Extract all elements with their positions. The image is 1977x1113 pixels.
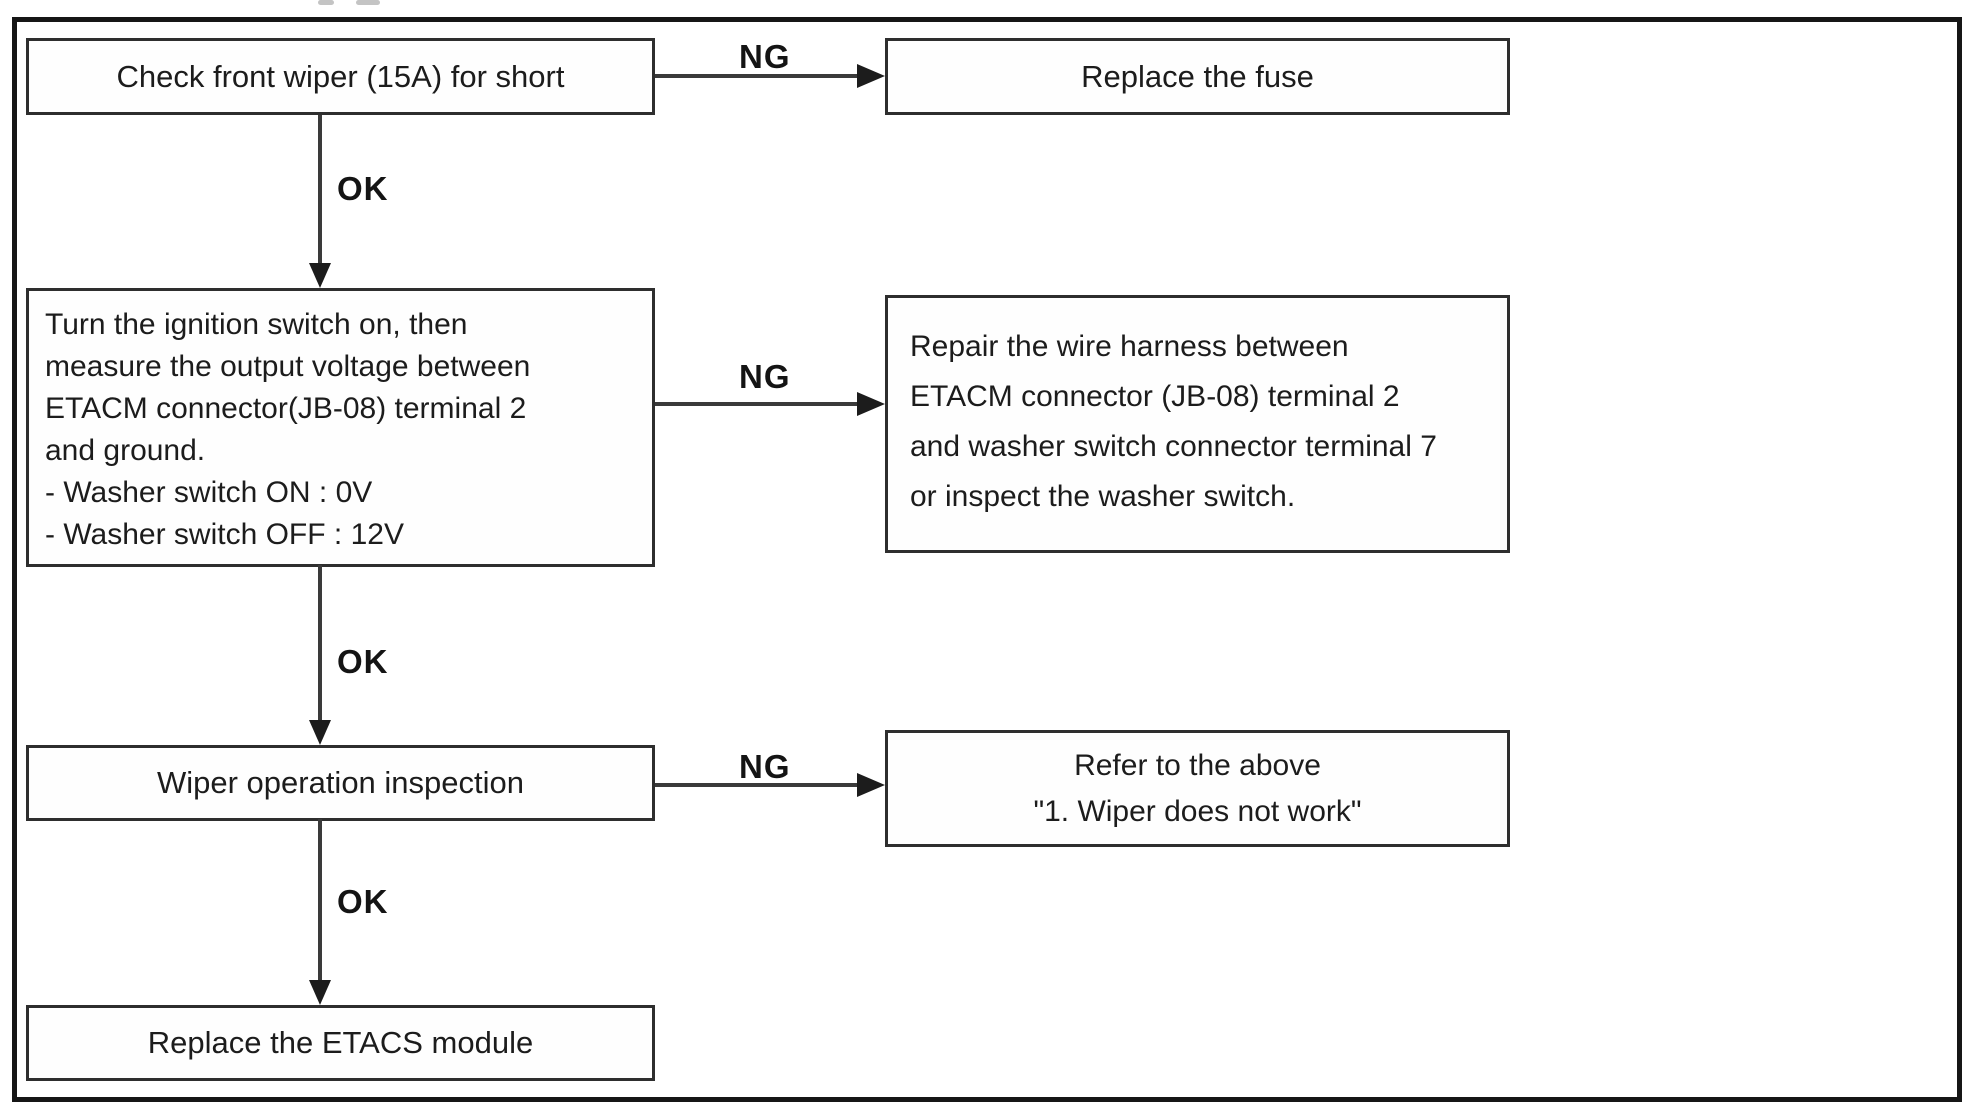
arrowhead-down-icon-1: [309, 263, 331, 288]
ng-label-3: NG: [739, 748, 791, 785]
scan-artifact: [356, 0, 380, 5]
ok-label-1: OK: [337, 170, 389, 207]
step-text-line: - Washer switch ON : 0V: [45, 476, 373, 509]
arrowhead-right-icon-3: [857, 773, 885, 797]
connector-down-line-1: [318, 115, 322, 265]
step-box-wiper-inspection: Wiper operation inspection: [26, 745, 655, 821]
arrowhead-down-icon-2: [309, 720, 331, 745]
connector-right-line-3: [655, 783, 859, 787]
step-text: Wiper operation inspection: [156, 765, 525, 800]
ok-label-2: OK: [337, 643, 389, 680]
arrowhead-down-icon-3: [309, 980, 331, 1005]
connector-right-line-1: [655, 74, 859, 78]
result-text-line: and washer switch connector terminal 7: [910, 430, 1437, 463]
ok-label-3: OK: [337, 883, 389, 920]
result-box-repair-harness: Repair the wire harness between ETACM co…: [885, 295, 1510, 553]
ng-label-1: NG: [739, 38, 791, 75]
arrowhead-right-icon-2: [857, 392, 885, 416]
step-text-line: measure the output voltage between: [45, 350, 531, 383]
result-text-line: Refer to the above: [1074, 748, 1321, 782]
result-text-line: "1. Wiper does not work": [1033, 794, 1362, 828]
step-text: Replace the ETACS module: [147, 1025, 534, 1060]
result-box-replace-fuse: Replace the fuse: [885, 38, 1510, 115]
result-text-line: Repair the wire harness between: [910, 330, 1349, 363]
step-box-measure-voltage: Turn the ignition switch on, then measur…: [26, 288, 655, 567]
result-text-line: ETACM connector (JB-08) terminal 2: [910, 380, 1400, 413]
step-text-line: and ground.: [45, 434, 206, 467]
step-box-replace-etacs: Replace the ETACS module: [26, 1005, 655, 1081]
result-box-refer-above: Refer to the above "1. Wiper does not wo…: [885, 730, 1510, 847]
connector-down-line-3: [318, 819, 322, 982]
ng-label-2: NG: [739, 358, 791, 395]
step-text-line: ETACM connector(JB-08) terminal 2: [45, 392, 527, 425]
result-text-line: or inspect the washer switch.: [910, 480, 1296, 513]
result-text: Replace the fuse: [1081, 58, 1314, 94]
step-text: Check front wiper (15A) for short: [116, 58, 565, 94]
arrowhead-right-icon-1: [857, 64, 885, 88]
step-text-line: - Washer switch OFF : 12V: [45, 518, 404, 551]
step-box-check-fuse: Check front wiper (15A) for short: [26, 38, 655, 115]
connector-right-line-2: [655, 402, 859, 406]
connector-down-line-2: [318, 565, 322, 722]
scan-artifact: [318, 0, 334, 5]
step-text-line: Turn the ignition switch on, then: [45, 308, 468, 341]
